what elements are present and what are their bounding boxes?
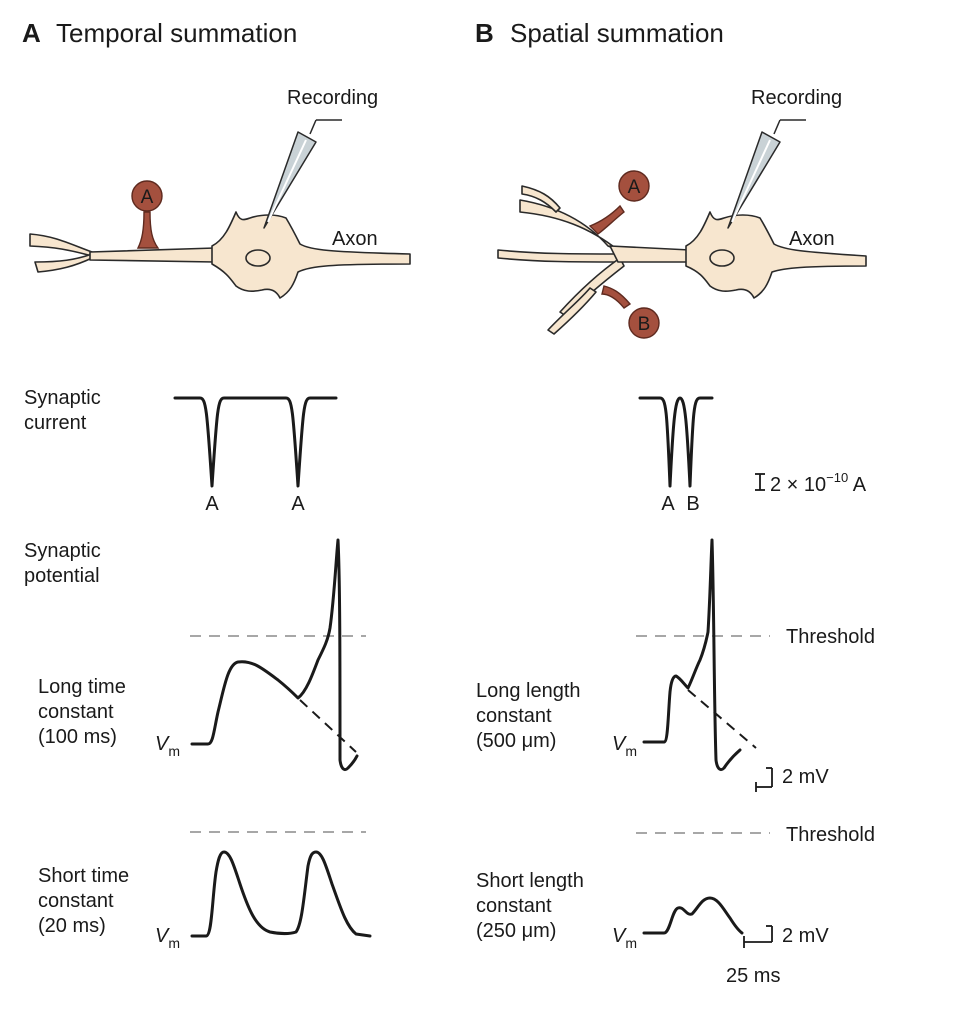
neuron-b: A B (497, 170, 867, 339)
panel-b-title: Spatial summation (510, 18, 724, 48)
short-time-line1: Short time (38, 865, 129, 887)
vm-label-b-short: Vm (612, 925, 637, 951)
current-trace-b (638, 396, 714, 488)
potential-trace-a-short (190, 850, 372, 938)
electrode-b (727, 119, 806, 229)
potential-label-line1: Synaptic (24, 540, 101, 562)
long-time-line1: Long time (38, 676, 126, 698)
short-time-line2: constant (38, 890, 114, 912)
potential-label-line2: potential (24, 565, 100, 587)
threshold-label-short: Threshold (786, 824, 875, 846)
potential-trace-b-short (642, 896, 744, 935)
current-scale-bar (755, 473, 765, 491)
axon-label-a: Axon (332, 228, 378, 250)
decay-line-b-long (687, 689, 757, 749)
long-time-line3: (100 ms) (38, 726, 117, 748)
current-scale-label: 2 × 10−10 A (770, 470, 867, 496)
short-length-line2: constant (476, 895, 552, 917)
mv-ms-scale-bar (743, 925, 773, 948)
neuron-a: A (29, 180, 411, 299)
vm-label-b-long: Vm (612, 733, 637, 759)
pulse-label-a2: A (291, 493, 305, 515)
decay-line-a-long (299, 699, 357, 753)
current-label-line1: Synaptic (24, 387, 101, 409)
short-length-line1: Short length (476, 870, 584, 892)
mv-scale-label-short: 2 mV (782, 925, 829, 947)
vm-label-a-short: Vm (155, 925, 180, 951)
panel-a-letter: A (22, 18, 41, 48)
long-length-line1: Long length (476, 680, 581, 702)
pulse-label-a1: A (205, 493, 219, 515)
axon-label-b: Axon (789, 228, 835, 250)
time-scale-label: 25 ms (726, 965, 780, 987)
panel-a-title: Temporal summation (56, 18, 297, 48)
panel-b-letter: B (475, 18, 494, 48)
synapse-b-b-label: B (638, 314, 651, 335)
electrode-a (263, 119, 342, 229)
current-label-line2: current (24, 412, 87, 434)
pulse-label-b1: A (661, 493, 675, 515)
recording-label-a: Recording (287, 87, 378, 109)
current-trace-a (173, 396, 338, 488)
recording-label-b: Recording (751, 87, 842, 109)
long-length-line3: (500 μm) (476, 730, 556, 752)
long-time-line2: constant (38, 701, 114, 723)
potential-trace-b-long (642, 538, 742, 772)
short-length-line3: (250 μm) (476, 920, 556, 942)
short-time-line3: (20 ms) (38, 915, 106, 937)
vm-label-a-long: Vm (155, 733, 180, 759)
potential-trace-a-long (190, 538, 359, 772)
threshold-label-long: Threshold (786, 626, 875, 648)
synapse-a-label: A (141, 187, 154, 208)
mv-scale-bar-long (755, 767, 773, 792)
long-length-line2: constant (476, 705, 552, 727)
mv-scale-label-long: 2 mV (782, 766, 829, 788)
pulse-label-b2: B (686, 493, 699, 515)
synapse-b-a-label: A (628, 177, 641, 198)
